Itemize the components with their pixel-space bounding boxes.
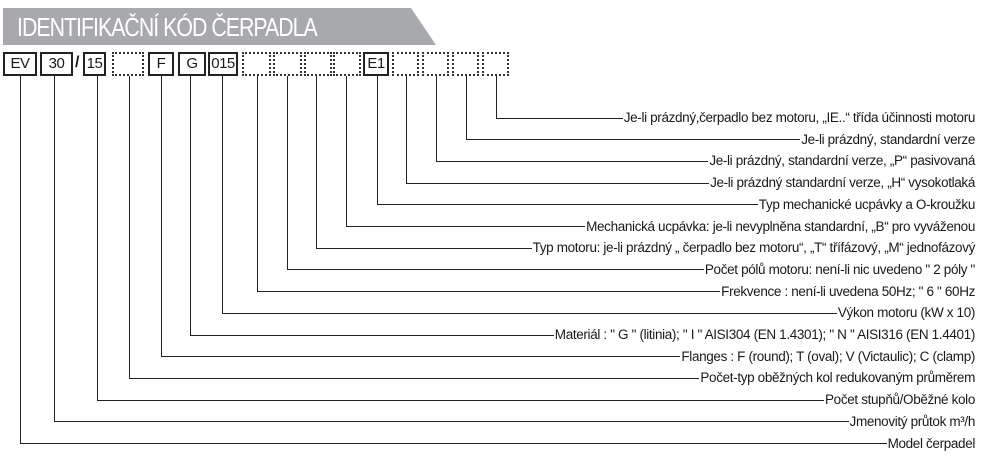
title-banner: IDENTIFIKAČNÍ KÓD ČERPADLA [3,8,436,45]
description-label: Frekvence : není-li uvedena 50Hz; " 6 " … [721,283,975,299]
code-box-4 [112,52,144,76]
leader-vertical-16 [496,76,497,118]
description-row: Počet stupňů/Oběžné kolo [97,392,975,408]
description-label: Jmenovitý průtok m³/h [849,413,976,429]
leader-horizontal [222,312,837,314]
description-row: Je-li prázdný, standardní verze [466,132,975,148]
code-box-3: 15 [83,52,106,76]
description-label: Je-li prázdný standardní verze, „H“ vyso… [710,175,975,191]
description-label: Mechanická ucpávka: je-li nevyplněna sta… [586,218,975,234]
code-box-11 [333,52,361,76]
leader-horizontal [377,204,758,206]
description-label: Typ mechanické ucpávky a O-kroužku [758,196,976,212]
description-label: Počet pólů motoru: není-li nic uvedeno "… [704,261,975,277]
leader-vertical-4 [129,76,130,379]
description-row: Výkon motoru (kW x 10) [222,305,975,321]
leader-vertical-11 [346,76,347,227]
leader-horizontal [129,377,700,379]
description-row: Flanges : F (round); T (oval); V (Victau… [161,349,975,365]
leader-vertical-13 [406,76,407,184]
description-row: Model čerpadel [20,436,975,452]
description-row: Jmenovitý průtok m³/h [54,414,975,430]
description-row: Frekvence : není-li uvedena 50Hz; " 6 " … [257,284,975,300]
leader-vertical-5 [161,76,162,357]
description-row: Je-li prázdný,čerpadlo bez motoru, „IE..… [496,110,975,126]
description-row: Je-li prázdný, standardní verze, „P“ pas… [436,153,975,169]
code-box-15 [452,52,479,76]
leader-vertical-1 [20,76,21,444]
page-title: IDENTIFIKAČNÍ KÓD ČERPADLA [17,12,318,42]
leader-horizontal [161,356,681,358]
leader-horizontal [466,139,801,141]
leader-horizontal [287,269,704,271]
code-box-8 [242,52,271,76]
description-row: Mechanická ucpávka: je-li nevyplněna sta… [346,219,975,235]
description-row: Počet pólů motoru: není-li nic uvedeno "… [287,262,975,278]
leader-vertical-10 [316,76,317,249]
leader-vertical-8 [257,76,258,292]
leader-horizontal [346,226,586,227]
code-box-2: 30 [40,52,73,76]
description-row: Materiál : " G " (litinia); " I " AISI30… [190,327,975,343]
code-box-10 [304,52,332,76]
leader-horizontal [97,399,825,401]
description-row: Typ motoru: je-li prázdný „ čerpadlo bez… [316,240,975,256]
leader-horizontal [190,334,554,336]
leader-horizontal [406,182,710,184]
code-box-5: F [148,52,174,76]
leader-vertical-7 [222,76,223,314]
code-box-1: EV [3,52,37,76]
description-label: Materiál : " G " (litinia); " I " AISI30… [554,327,976,342]
leader-vertical-6 [190,76,191,335]
leader-vertical-3 [97,76,98,401]
description-label: Je-li prázdný, standardní verze, „P“ pas… [709,153,975,169]
description-label: Počet-typ oběžných kol redukovaným průmě… [700,370,975,386]
code-box-16 [482,52,509,76]
leader-vertical-9 [287,76,288,270]
leader-horizontal [316,247,532,249]
leader-horizontal [257,291,721,293]
code-box-7: 015 [208,52,238,76]
leader-horizontal [496,117,623,119]
description-label: Model čerpadel [887,435,976,451]
code-box-12: E1 [363,52,389,76]
code-separator: / [75,54,80,71]
leader-vertical-14 [436,76,437,162]
code-box-6: G [178,52,206,76]
description-label: Je-li prázdný,čerpadlo bez motoru, „IE..… [623,110,976,125]
code-box-14 [422,52,449,76]
description-label: Typ motoru: je-li prázdný „ čerpadlo bez… [532,240,976,256]
description-row: Je-li prázdný standardní verze, „H“ vyso… [406,175,975,191]
leader-vertical-15 [466,76,467,140]
leader-vertical-12 [377,76,378,205]
leader-horizontal [436,160,709,162]
description-label: Je-li prázdný, standardní verze [801,131,975,147]
code-box-9 [273,52,302,76]
description-row: Typ mechanické ucpávky a O-kroužku [377,197,975,213]
code-box-13 [392,52,419,76]
description-label: Flanges : F (round); T (oval); V (Victau… [681,348,975,364]
leader-horizontal [20,443,887,444]
description-row: Počet-typ oběžných kol redukovaným průmě… [129,370,975,386]
description-label: Počet stupňů/Oběžné kolo [825,392,975,408]
leader-vertical-2 [54,76,55,422]
leader-horizontal [54,421,849,423]
description-label: Výkon motoru (kW x 10) [837,305,975,321]
